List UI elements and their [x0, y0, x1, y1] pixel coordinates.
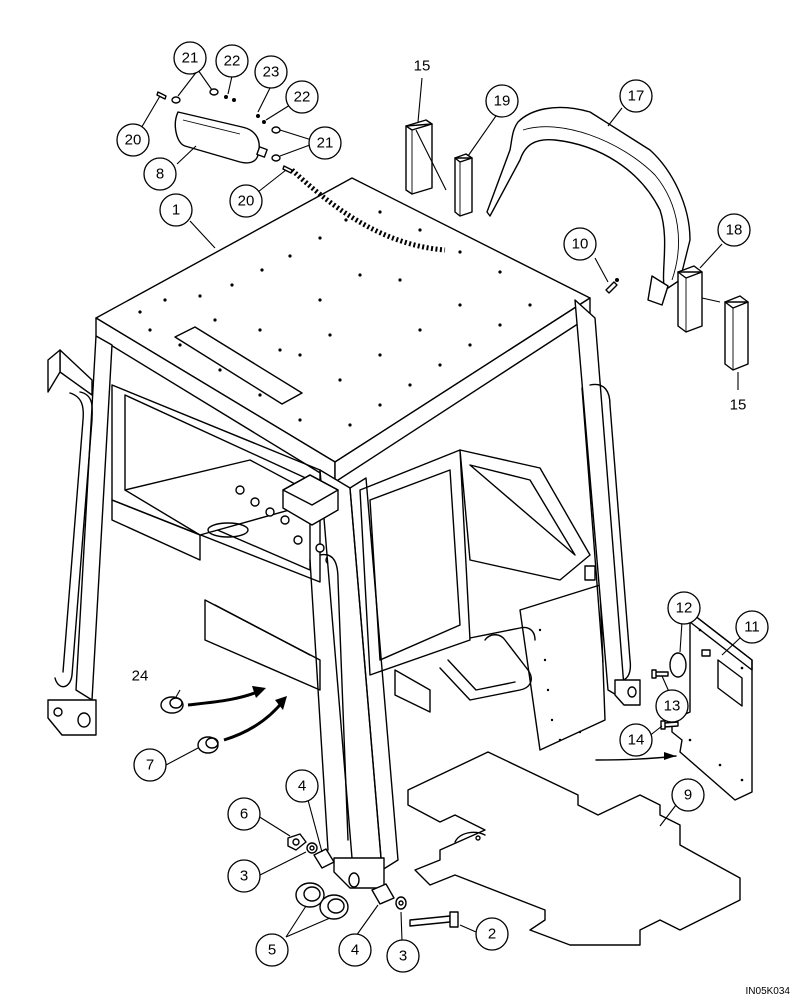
foam-block-15-upper — [405, 119, 433, 195]
svg-text:15: 15 — [414, 58, 431, 75]
callout-18: 18 — [717, 213, 751, 247]
svg-text:2: 2 — [488, 926, 496, 943]
callout-19: 19 — [485, 84, 519, 118]
svg-text:22: 22 — [224, 53, 241, 70]
callout-9: 9 — [671, 778, 705, 812]
svg-text:7: 7 — [146, 757, 154, 774]
callout-2: 2 — [475, 917, 509, 951]
svg-text:8: 8 — [156, 166, 164, 183]
callout-21-upper: 21 — [173, 41, 207, 75]
callout-4-upper: 4 — [285, 769, 319, 803]
svg-text:22: 22 — [294, 89, 311, 106]
callout-4-lower: 4 — [338, 933, 372, 967]
svg-text:4: 4 — [298, 778, 306, 795]
callout-3-lower: 3 — [386, 939, 420, 973]
callout-6: 6 — [227, 797, 261, 831]
callout-13: 13 — [655, 689, 689, 723]
figure-code: IN05K034 — [746, 986, 791, 997]
callout-12: 12 — [667, 591, 701, 625]
label-15-lower: 15 — [730, 397, 747, 414]
callout-3-upper: 3 — [227, 859, 261, 893]
svg-text:19: 19 — [494, 93, 511, 110]
isolator-mounts-5 — [295, 882, 349, 920]
svg-text:20: 20 — [238, 193, 255, 210]
callout-14: 14 — [619, 723, 653, 757]
callout-21-lower: 21 — [308, 126, 342, 160]
svg-text:11: 11 — [744, 619, 760, 636]
svg-text:6: 6 — [240, 806, 248, 823]
screw-10 — [605, 278, 619, 294]
label-15-upper: 15 — [414, 58, 431, 75]
svg-text:5: 5 — [268, 942, 276, 959]
svg-text:3: 3 — [240, 868, 248, 885]
svg-text:18: 18 — [726, 222, 743, 239]
screws-and-washers — [156, 88, 293, 174]
cab-frame — [47, 168, 641, 889]
plug-7 — [197, 736, 219, 754]
svg-text:14: 14 — [628, 732, 645, 749]
svg-text:3: 3 — [399, 948, 407, 965]
callout-5: 5 — [255, 933, 289, 967]
bolt-2 — [409, 911, 459, 928]
leader-lines — [139, 69, 741, 942]
svg-text:24: 24 — [132, 668, 149, 685]
foam-block-15-lower — [724, 295, 749, 371]
svg-text:20: 20 — [125, 132, 142, 149]
callout-22-upper: 22 — [215, 44, 249, 78]
svg-text:13: 13 — [664, 698, 681, 715]
washer-3-lower — [395, 896, 407, 910]
svg-text:17: 17 — [628, 88, 645, 105]
svg-text:23: 23 — [263, 64, 280, 81]
callout-23: 23 — [254, 55, 288, 89]
washer-3-upper — [306, 842, 318, 854]
dome-light-assembly — [174, 111, 268, 164]
grommet-12 — [669, 652, 687, 678]
floor-mat-9 — [407, 751, 741, 946]
callout-20-lower: 20 — [229, 184, 263, 218]
bushing-4-upper — [313, 848, 335, 869]
svg-text:15: 15 — [730, 397, 747, 414]
bolt-14 — [660, 720, 679, 730]
svg-text:21: 21 — [317, 135, 334, 152]
callout-7: 7 — [133, 748, 167, 782]
bolt-13 — [651, 669, 669, 679]
foam-block-19 — [454, 153, 473, 217]
callout-20-upper: 20 — [116, 123, 150, 157]
callout-11: 11 — [735, 610, 769, 644]
callout-17: 17 — [619, 79, 653, 113]
nut-6 — [287, 833, 307, 851]
svg-text:1: 1 — [172, 202, 180, 219]
svg-text:12: 12 — [676, 600, 693, 617]
svg-text:9: 9 — [684, 787, 692, 804]
callout-1: 1 — [159, 193, 193, 227]
callout-10: 10 — [563, 227, 597, 261]
svg-text:10: 10 — [572, 236, 589, 253]
svg-text:4: 4 — [351, 942, 359, 959]
foam-block-18 — [677, 265, 703, 333]
svg-text:21: 21 — [182, 50, 199, 67]
bushing-4-lower — [371, 883, 395, 905]
label-24: 24 — [132, 668, 149, 685]
door-seal-strip-17 — [486, 106, 691, 306]
callout-22-lower: 22 — [285, 80, 319, 114]
plug-24 — [160, 696, 184, 714]
callout-8: 8 — [143, 157, 177, 191]
